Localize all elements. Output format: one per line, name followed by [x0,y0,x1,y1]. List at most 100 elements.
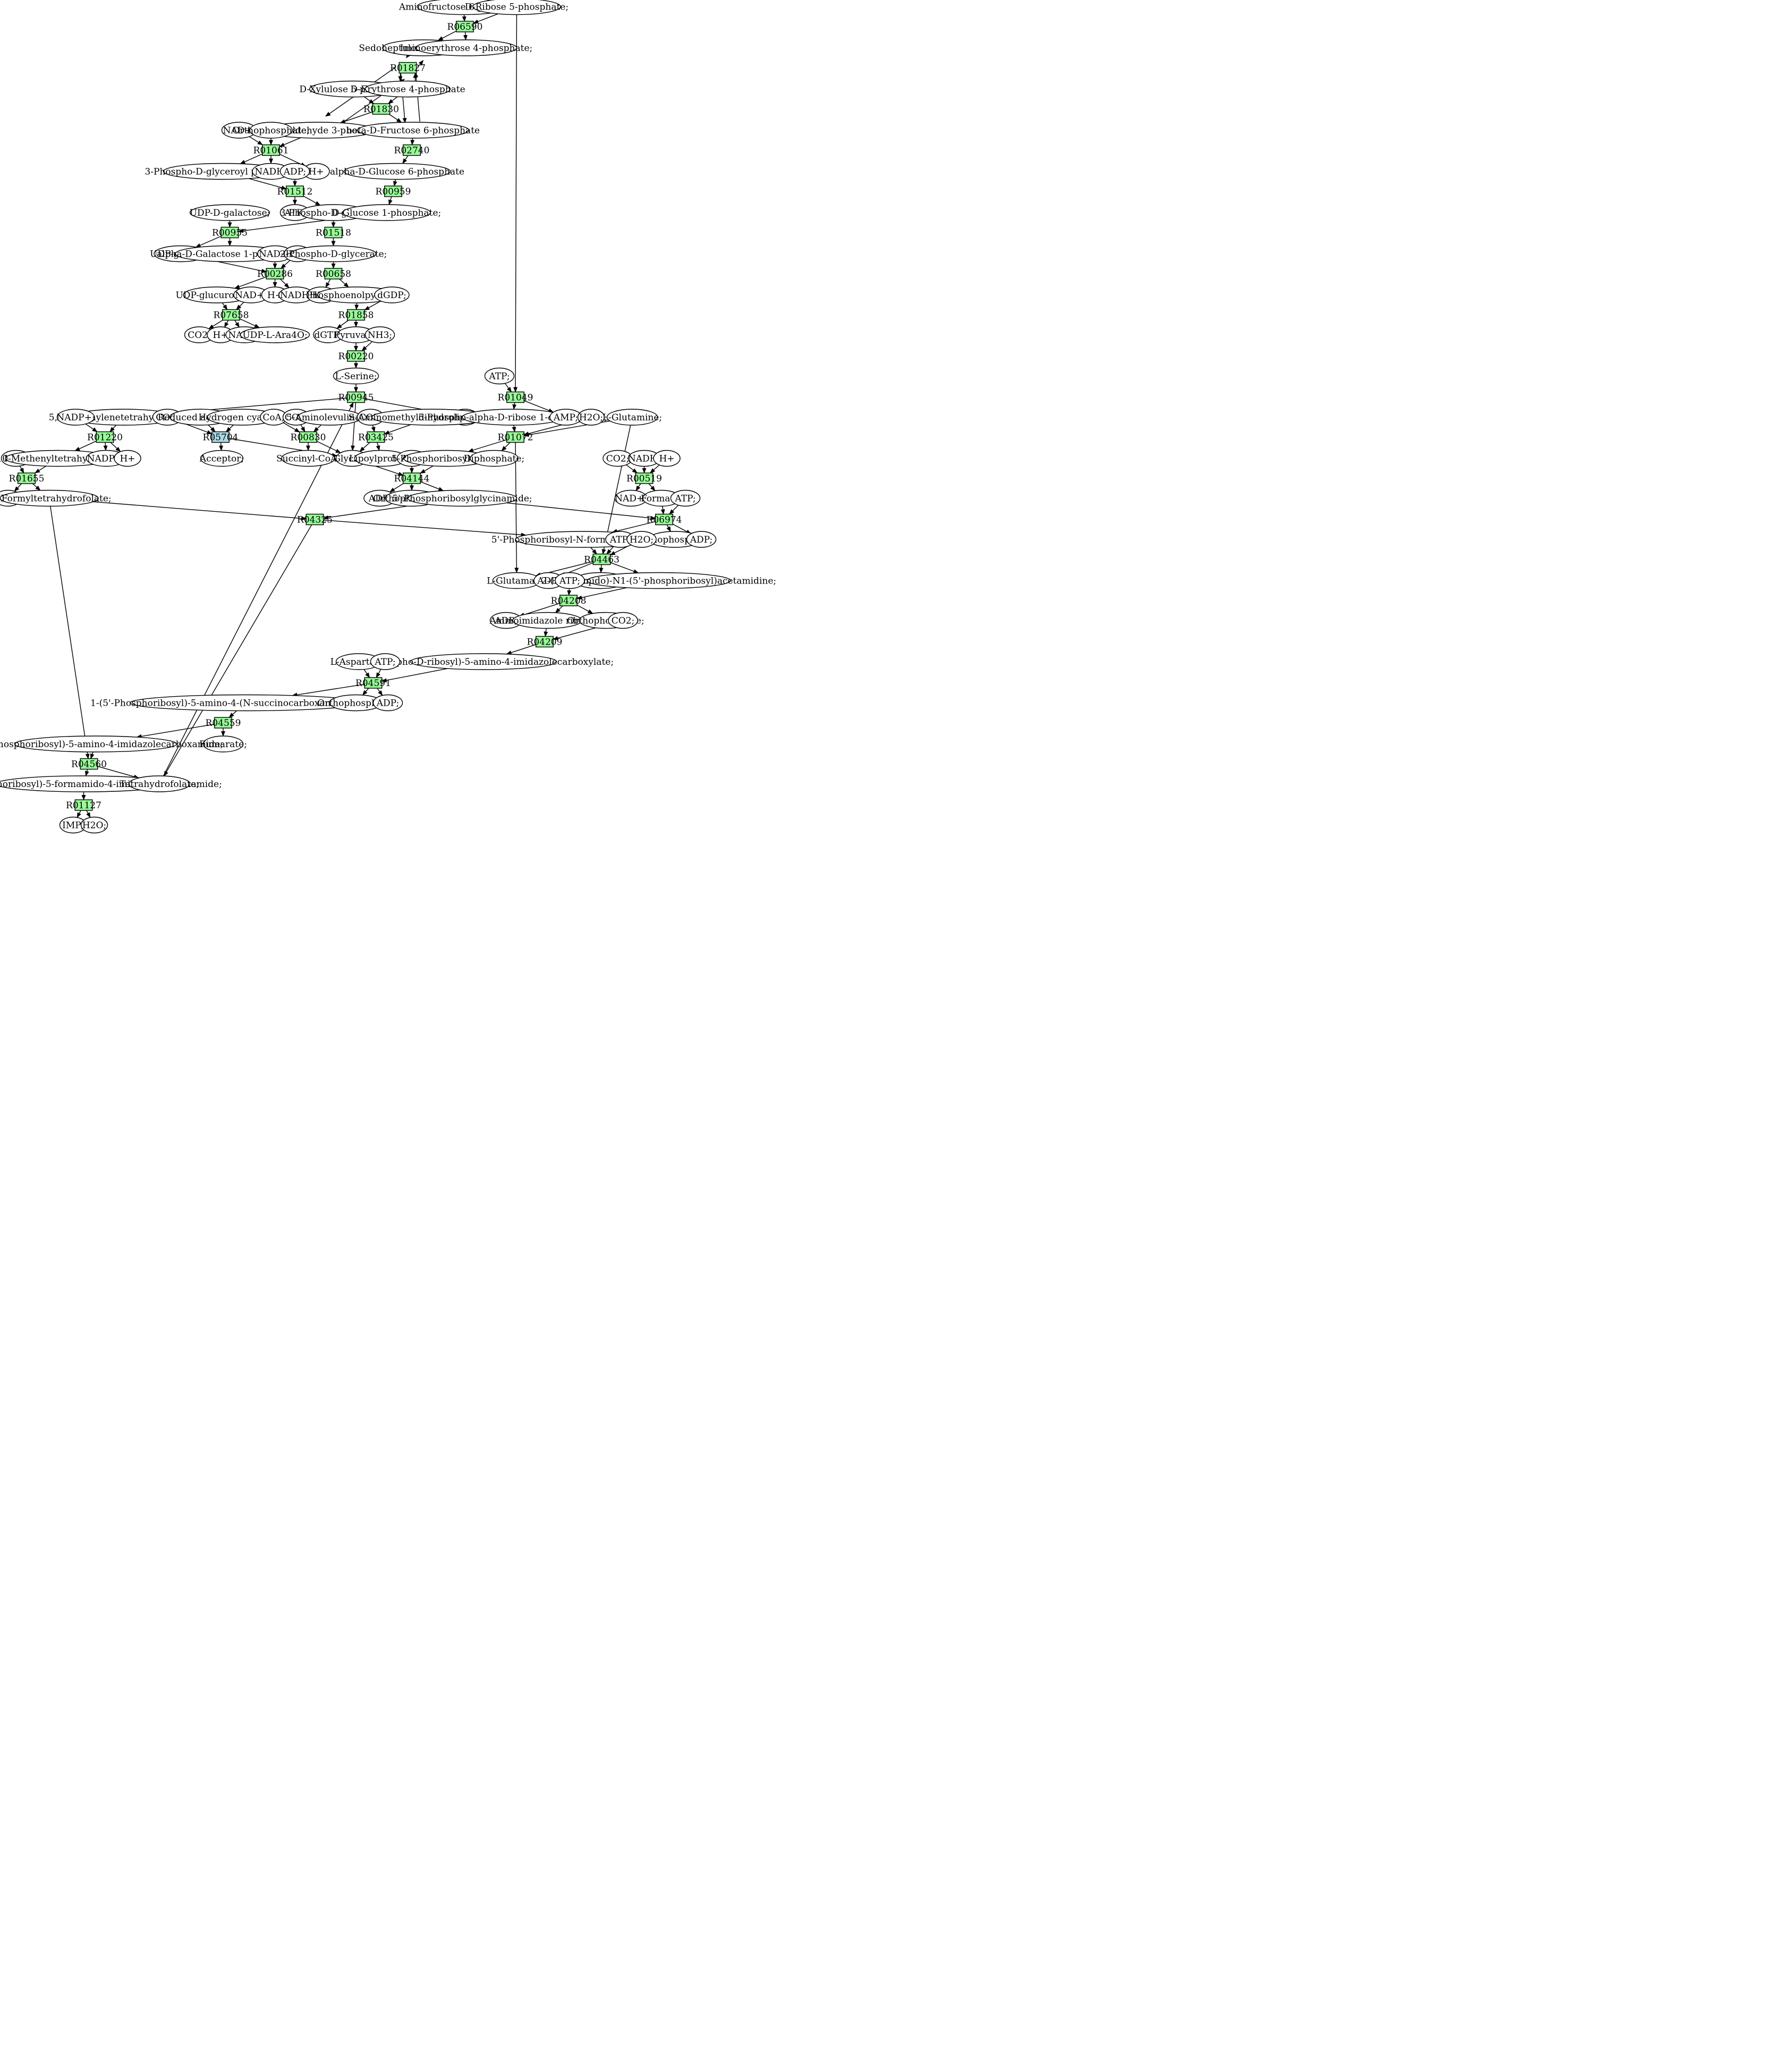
compound-dr5p[interactable]: D-Ribose 5-phosphate; [465,0,569,15]
reaction-r01127[interactable]: R01127 [66,799,101,811]
reaction-r01049[interactable]: R01049 [498,391,533,403]
compound-h2o5[interactable]: H2O; [626,531,657,548]
compound-adp2[interactable]: ADP; [363,489,396,507]
reaction-r04591[interactable]: R04591 [355,677,391,689]
reaction-r02740[interactable]: R02740 [394,144,430,156]
compound-glu[interactable]: L-Glutamate; [487,572,547,589]
compound-air[interactable]: Aminoimidazole ribotide; [489,612,605,629]
compound-h2o6[interactable]: H2O; [80,816,108,834]
compound-ser[interactable]: L-Serine; [333,367,379,385]
compound-ppi[interactable]: Diphosphate; [464,450,524,467]
reaction-r00286[interactable]: R00286 [257,268,293,280]
compound-ellipse [364,80,451,98]
edge-atp4-to-r06974 [669,505,679,515]
compound-atp2[interactable]: ATP; [484,367,515,385]
reaction-r01512[interactable]: R01512 [277,185,313,197]
reaction-r04559[interactable]: R04559 [206,717,241,729]
reaction-r01220[interactable]: R01220 [87,431,123,443]
compound-amp[interactable]: AMP; [549,409,582,426]
compound-g1p[interactable]: D-Glucose 1-phosphate; [332,204,442,221]
compound-label: NADP+; [56,412,95,423]
edge-r00286-to-udpga [234,276,267,289]
compound-ie4p[interactable]: Iminoerythrose 4-phosphate; [400,39,533,56]
reaction-r00830[interactable]: R00830 [291,431,326,443]
compound-h2o4[interactable]: H2O; [577,409,605,426]
reaction-r00959[interactable]: R00959 [376,185,411,197]
reaction-r01518[interactable]: R01518 [316,226,351,239]
edge-redacc-to-r05704 [208,425,216,433]
compound-fthf[interactable]: 10-Formyltetrahydrofolate; [0,489,112,507]
compound-saicar[interactable]: 1-(5'-Phosphoribosyl)-5-amino-4-(N-succi… [90,694,401,712]
reaction-r00519[interactable]: R00519 [626,472,662,484]
compound-fgam[interactable]: 2-(Formamido)-N1-(5'-phosphoribosyl)acet… [541,572,776,589]
compound-gln[interactable]: L-Glutamine; [603,409,662,426]
reaction-r00658[interactable]: R00658 [316,268,351,280]
compound-gar[interactable]: 5'-Phosphoribosylglycinamide; [392,489,532,507]
reaction-r01061[interactable]: R01061 [253,144,289,156]
compound-atp5[interactable]: ATP; [605,531,635,548]
compound-atp4[interactable]: ATP; [670,489,701,507]
compound-pg2[interactable]: 2-Phospho-D-glycerate; [280,245,387,263]
reaction-r01858[interactable]: R01858 [338,309,374,321]
reaction-r01827[interactable]: R01827 [390,62,426,74]
compound-adp1[interactable]: ADP; [279,163,310,180]
compound-atp6[interactable]: ATP; [555,572,585,589]
edge-r01049-to-amp [523,400,554,413]
compound-acc[interactable]: Acceptor; [199,450,244,467]
compound-cair[interactable]: 1-(5-Phospho-D-ribosyl)-5-amino-4-imidaz… [353,653,614,670]
compound-adp5[interactable]: ADP; [489,612,523,629]
compound-co2a[interactable]: CO2; [184,326,215,343]
compound-label: D-Erythrose 4-phosphate [350,84,465,95]
compound-e4p[interactable]: D-Erythrose 4-phosphate [350,80,465,98]
compound-aicar[interactable]: 1-(5'-Phosphoribosyl)-5-amino-4-imidazol… [0,735,223,752]
reaction-r07658[interactable]: R07658 [214,309,249,321]
reaction-r04208[interactable]: R04208 [551,595,587,606]
reaction-r00945[interactable]: R00945 [338,391,374,403]
compound-nad4[interactable]: NAD+; [614,489,648,507]
compound-h4[interactable]: H+ [114,450,141,467]
compound-h5[interactable]: H+ [653,450,681,467]
reaction-label: R01127 [66,800,101,811]
compound-g6p[interactable]: alpha-D-Glucose 6-phosphate [330,163,464,180]
compound-fum[interactable]: Fumarate; [199,735,247,752]
compound-adp3[interactable]: ADP; [686,531,717,548]
reaction-r04560[interactable]: R04560 [71,758,107,770]
compound-nadp[interactable]: NADP+; [56,409,95,426]
compound-pi1[interactable]: Orthophosphate; [232,122,310,139]
compound-thf[interactable]: Tetrahydrofolate; [120,775,199,792]
compound-udpara[interactable]: UDP-L-Ara4O; [240,326,310,343]
compound-succoa[interactable]: Succinyl-CoA; [276,450,340,467]
compound-co2e[interactable]: CO2; [603,450,633,467]
compound-ellipse [653,450,681,467]
compound-h1[interactable]: H+ [302,163,330,180]
compound-atp7[interactable]: ATP; [370,653,401,670]
reaction-r05704[interactable]: R05704 [203,431,239,443]
compound-atp1[interactable]: ATP; [279,204,310,221]
compound-adp4[interactable]: ADP; [533,572,564,589]
reaction-r06974[interactable]: R06974 [647,513,682,526]
reaction-r04463[interactable]: R04463 [584,553,620,565]
reaction-r06590[interactable]: R06590 [447,21,483,32]
compound-dgdp[interactable]: dGDP; [374,286,410,303]
reaction-r00955[interactable]: R00955 [212,226,248,239]
compound-coa[interactable]: CoA; [260,409,287,426]
compound-udpgal[interactable]: UDP-D-galactose; [190,204,270,221]
compound-adp6[interactable]: ADP; [372,694,403,712]
compound-nadh2[interactable]: NADH; [278,286,314,303]
compound-imp[interactable]: IMP; [59,816,87,834]
reaction-r04209[interactable]: R04209 [527,636,563,648]
reaction-r04325[interactable]: R04325 [297,513,333,526]
compound-ala[interactable]: 5-Aminolevulinate; [286,409,372,426]
reaction-r04144[interactable]: R04144 [394,472,430,484]
reaction-r00220[interactable]: R00220 [338,350,374,362]
reaction-r01072[interactable]: R01072 [498,431,533,443]
reaction-r01655[interactable]: R01655 [9,472,45,484]
reaction-r01830[interactable]: R01830 [363,103,399,115]
compound-nh3[interactable]: NH3; [364,326,395,343]
compound-nadh4[interactable]: NADH; [627,450,661,467]
compound-f6p[interactable]: beta-D-Fructose 6-phosphate [346,122,480,139]
compound-co2f[interactable]: CO2; [608,612,638,629]
compound-nad3[interactable]: NAD+; [233,286,269,303]
reaction-r03425[interactable]: R03425 [358,431,394,443]
